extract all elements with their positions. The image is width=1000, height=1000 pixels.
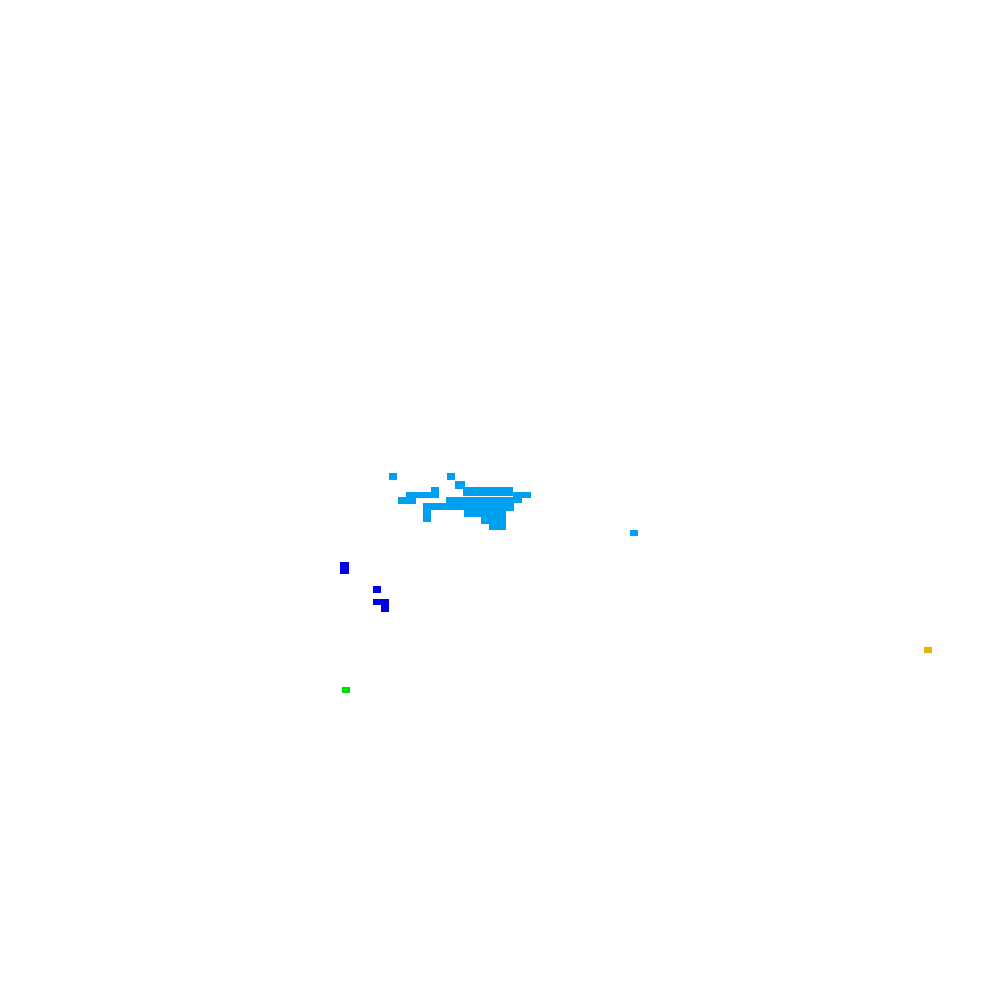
blue-cluster [340,562,389,612]
blue-cluster-pixel [381,604,389,612]
green-point-pixel [342,687,350,693]
cyan-cluster-pixel [463,487,513,496]
cyan-cluster-pixel [630,530,638,536]
cyan-cluster-pixel [513,492,531,498]
cyan-cluster-pixel [446,497,514,504]
cyan-cluster-pixel [389,473,397,480]
cyan-cluster-pixel [455,481,465,489]
cyan-cluster-pixel [406,492,439,498]
cyan-cluster-pixel [489,523,506,530]
cyan-cluster-pixel [430,503,465,510]
green-point [342,687,350,693]
yellow-point [924,647,932,653]
cyan-cluster-pixel [447,473,455,480]
cyan-cluster-pixel [464,503,514,511]
cyan-cluster-pixel [464,510,506,517]
yellow-point-pixel [924,647,932,653]
cyan-cluster-pixel [513,497,522,503]
blue-cluster-pixel [340,562,349,574]
cyan-cluster-pixel [423,503,431,522]
blue-cluster-pixel [373,586,381,593]
blue-cluster-pixel [373,599,389,605]
cyan-cluster-pixel [398,497,416,504]
cyan-cluster [389,473,638,536]
cyan-cluster-pixel [431,487,439,496]
cyan-cluster-pixel [481,517,506,524]
